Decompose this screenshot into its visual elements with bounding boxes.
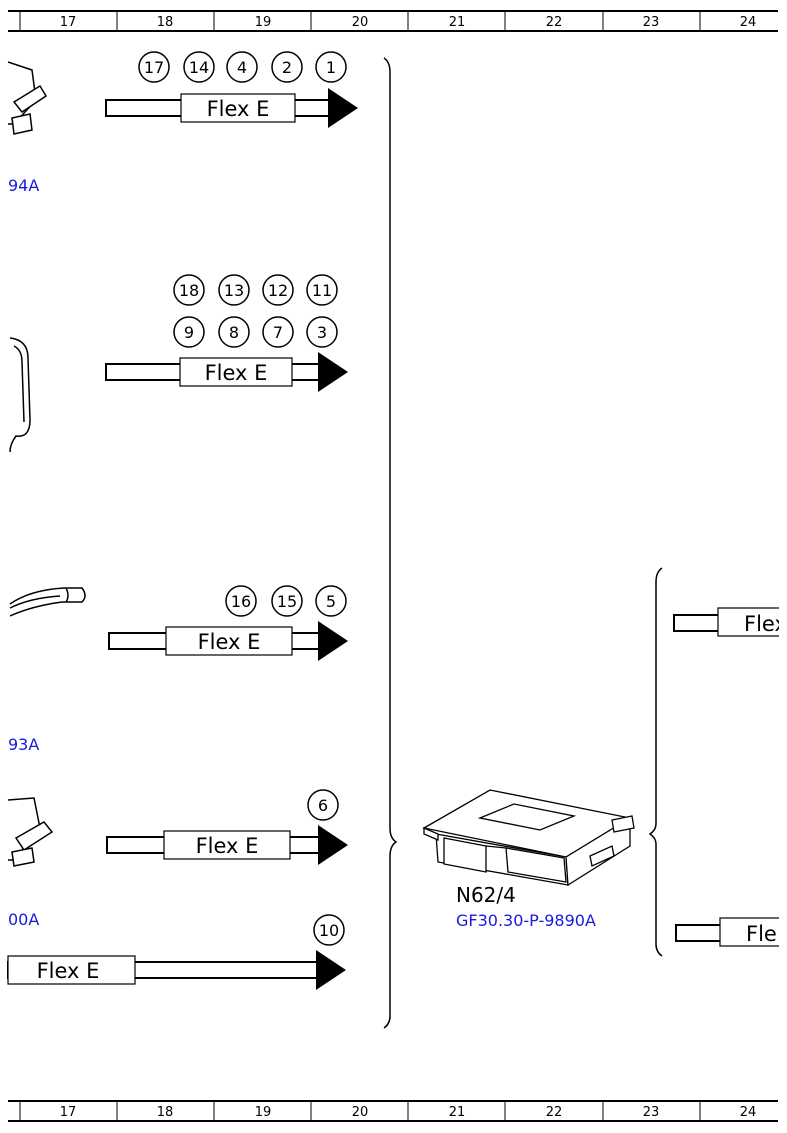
flex-label-box (163, 830, 291, 860)
pin-number: 16 (231, 592, 251, 611)
module-name: N62/4 (456, 883, 516, 907)
pin-number: 18 (179, 281, 199, 300)
right-margin (779, 32, 787, 1100)
right-connector-1: Flex (673, 607, 787, 637)
right-brace (648, 567, 663, 957)
connector-pin-circle (313, 914, 345, 946)
pin-number: 17 (144, 58, 164, 77)
module-ref: GF30.30-P-9890A (456, 911, 596, 930)
arrow-head (328, 88, 358, 128)
flex-label: Flex E (196, 834, 259, 858)
ruler-label: 18 (157, 15, 174, 30)
flex-label: Fle (746, 922, 777, 946)
arrow-head (318, 825, 348, 865)
top-ruler (8, 10, 778, 32)
left-brace (383, 57, 398, 1029)
ruler-label: 21 (449, 15, 466, 30)
pin-number: 5 (326, 592, 336, 611)
connector-pin-circle (138, 51, 170, 83)
pin-number: 10 (319, 921, 339, 940)
connector-pin-circle (315, 585, 347, 617)
connector-pin-circle (306, 316, 338, 348)
flex-label-box (719, 917, 781, 947)
connector-pin-circle (183, 51, 215, 83)
ruler-label: 17 (60, 15, 77, 30)
pin-number: 13 (224, 281, 244, 300)
connector-pin-circle (173, 274, 205, 306)
connector-pin-circle (173, 316, 205, 348)
pin-number: 8 (229, 323, 239, 342)
pin-number: 2 (282, 58, 292, 77)
ruler-label: 20 (352, 15, 369, 30)
pin-number: 6 (318, 796, 328, 815)
ruler-label: 24 (740, 1105, 757, 1120)
connector-1: 17 14 4 2 1 Flex E (105, 51, 358, 128)
pin-number: 3 (317, 323, 327, 342)
bottom-ruler (8, 1100, 778, 1122)
connector-pin-circle (218, 316, 250, 348)
left-ref: 94A (8, 176, 39, 195)
pin-number: 4 (237, 58, 247, 77)
flex-label: Flex E (37, 959, 100, 983)
component-sketch-4 (7, 797, 54, 867)
left-ref: 00A (8, 910, 39, 929)
flex-label-box (180, 93, 296, 123)
connector-pin-circle (225, 585, 257, 617)
flex-label: Flex E (198, 630, 261, 654)
ruler-label: 19 (255, 1105, 272, 1120)
connector-pin-circle (306, 274, 338, 306)
flex-label-box (179, 357, 293, 387)
pin-number: 1 (326, 58, 336, 77)
arrow-head (318, 621, 348, 661)
right-connector-2: Fle (675, 917, 781, 947)
ruler-label: 17 (60, 1105, 77, 1120)
pin-number: 15 (277, 592, 297, 611)
ruler-label: 18 (157, 1105, 174, 1120)
ruler-label: 22 (546, 15, 563, 30)
control-module-drawing (422, 789, 635, 887)
flex-label-box (7, 955, 136, 985)
ruler-label: 23 (643, 15, 660, 30)
flex-label: Flex E (205, 361, 268, 385)
ruler-label: 20 (352, 1105, 369, 1120)
ruler-label: 19 (255, 15, 272, 30)
arrow-head (318, 352, 348, 392)
left-ref: 93A (8, 735, 39, 754)
bottom-ruler-labels: 17 18 19 20 21 22 23 24 (60, 1105, 757, 1120)
ruler-label: 23 (643, 1105, 660, 1120)
connector-pin-circle (307, 789, 339, 821)
component-sketch-3 (9, 587, 86, 617)
pin-number: 7 (273, 323, 283, 342)
flex-label-box (165, 626, 293, 656)
connector-5: 10 Flex E (7, 914, 346, 990)
ruler-label: 21 (449, 1105, 466, 1120)
connector-3: 16 15 5 Flex E (108, 585, 348, 661)
connector-pin-circle (315, 51, 347, 83)
connector-pin-circle (262, 316, 294, 348)
connector-pin-circle (271, 51, 303, 83)
pin-number: 9 (184, 323, 194, 342)
component-sketch-1 (7, 61, 48, 135)
connector-pin-circle (226, 51, 258, 83)
ruler-label: 22 (546, 1105, 563, 1120)
flex-label: Flex E (207, 97, 270, 121)
ruler-label: 24 (740, 15, 757, 30)
connector-2: 18 13 12 11 9 8 7 3 Flex E (105, 274, 348, 392)
pin-number: 11 (312, 281, 332, 300)
top-ruler-labels: 17 18 19 20 21 22 23 24 (60, 15, 757, 30)
pin-number: 14 (189, 58, 209, 77)
connector-pin-circle (271, 585, 303, 617)
arrow-head (316, 950, 346, 990)
connector-4: 6 Flex E (106, 789, 348, 865)
connector-pin-circle (218, 274, 250, 306)
flex-label-box (717, 607, 781, 637)
component-sketch-2 (9, 337, 31, 453)
connector-pin-circle (262, 274, 294, 306)
pin-number: 12 (268, 281, 288, 300)
